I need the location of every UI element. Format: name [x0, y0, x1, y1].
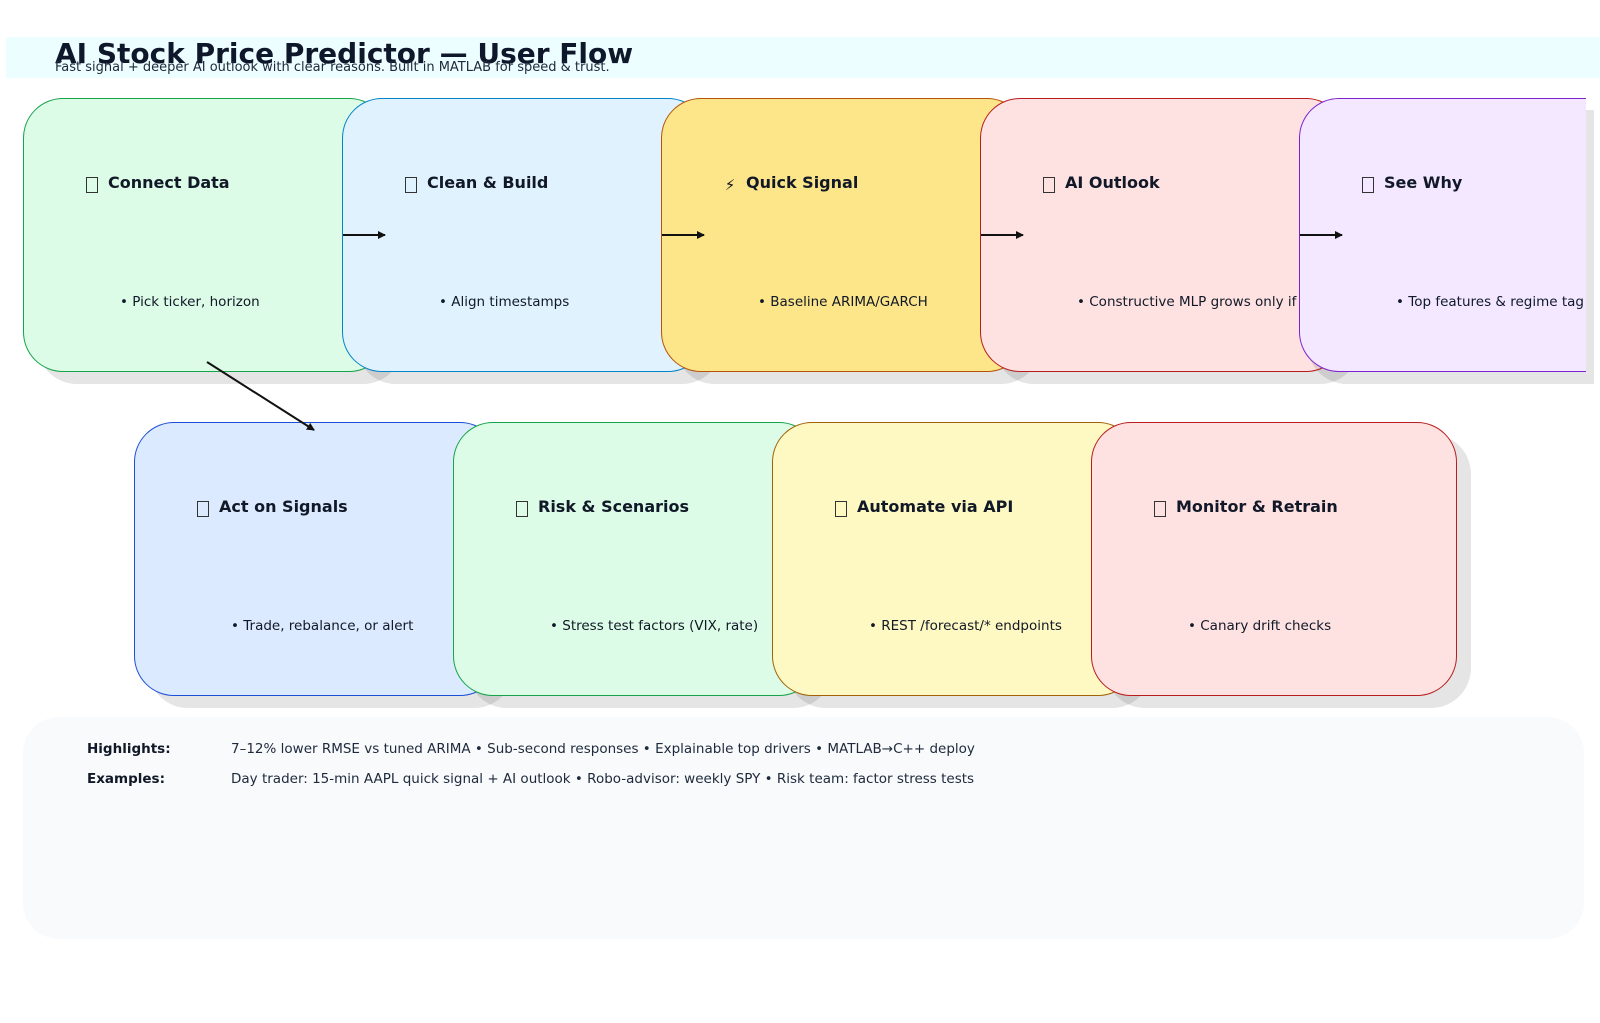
page-title: AI Stock Price Predictor — User Flow — [55, 37, 634, 70]
explain-icon — [1362, 177, 1374, 193]
header-band — [6, 37, 1600, 78]
step-card-quick-signal: ⚡ Quick Signal • Baseline ARIMA/GARCH — [661, 98, 1027, 372]
step-title: Quick Signal — [746, 173, 859, 192]
monitor-icon — [1154, 501, 1166, 517]
api-icon — [835, 501, 847, 517]
step-card-clean-build: Clean & Build • Align timestamps — [342, 98, 708, 372]
step-bullet: • REST /forecast/* endpoints — [869, 618, 1062, 634]
step-card-see-why: See Why • Top features & regime tag — [1299, 98, 1586, 372]
step-bullet: • Pick ticker, horizon — [120, 294, 260, 310]
page-subtitle: Fast signal + deeper AI outlook with cle… — [55, 60, 610, 75]
step-card-monitor-retrain: Monitor & Retrain • Canary drift checks — [1091, 422, 1457, 696]
step-title: Risk & Scenarios — [538, 497, 689, 516]
step-title: Automate via API — [857, 497, 1014, 516]
highlights-panel: Highlights: 7–12% lower RMSE vs tuned AR… — [23, 717, 1584, 939]
step-title: AI Outlook — [1065, 173, 1160, 192]
examples-label: Examples: — [87, 771, 165, 787]
arrow-connect-to-act — [206, 361, 315, 431]
build-icon — [405, 177, 417, 193]
step-card-automate-api: Automate via API • REST /forecast/* endp… — [772, 422, 1138, 696]
step-title: Clean & Build — [427, 173, 549, 192]
highlights-text: 7–12% lower RMSE vs tuned ARIMA • Sub-se… — [231, 741, 975, 757]
step-title: Act on Signals — [219, 497, 348, 516]
step-bullet: • Baseline ARIMA/GARCH — [758, 294, 928, 310]
step-card-ai-outlook: AI Outlook • Constructive MLP grows only… — [980, 98, 1347, 372]
step-title: Monitor & Retrain — [1176, 497, 1338, 516]
step-bullet: • Trade, rebalance, or alert — [231, 618, 414, 634]
step-title: Connect Data — [108, 173, 230, 192]
step-bullet: • Constructive MLP grows only if helpful — [1077, 294, 1347, 310]
step-card-act-on-signals: Act on Signals • Trade, rebalance, or al… — [134, 422, 500, 696]
step-bullet: • Canary drift checks — [1188, 618, 1332, 634]
highlights-label: Highlights: — [87, 741, 171, 757]
ai-icon — [1043, 177, 1055, 193]
step-bullet: • Align timestamps — [439, 294, 570, 310]
data-icon — [86, 177, 98, 193]
step-title: See Why — [1384, 173, 1463, 192]
step-card-risk-scenarios: Risk & Scenarios • Stress test factors (… — [453, 422, 819, 696]
examples-text: Day trader: 15-min AAPL quick signal + A… — [231, 771, 975, 787]
step-card-connect-data: Connect Data • Pick ticker, horizon — [23, 98, 389, 372]
lightning-icon: ⚡ — [724, 176, 736, 194]
step-bullet: • Top features & regime tag — [1396, 294, 1584, 310]
risk-icon — [516, 501, 528, 517]
action-icon — [197, 501, 209, 517]
step-bullet: • Stress test factors (VIX, rate) — [550, 618, 759, 634]
